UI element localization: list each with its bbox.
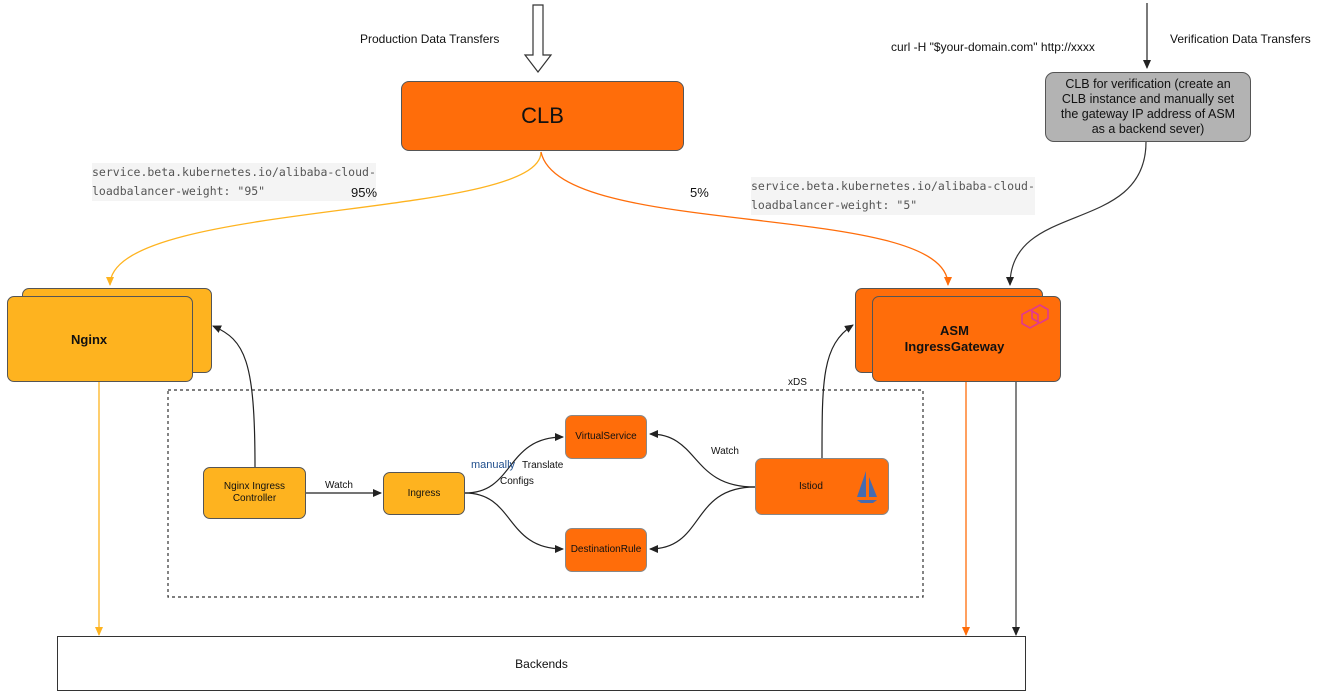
production-inbound-arrow bbox=[523, 4, 553, 73]
clb-node: CLB bbox=[401, 81, 684, 151]
clbv-line-1: CLB for verification (create an bbox=[1065, 77, 1231, 91]
nginx-weight-line-2: loadbalancer-weight: "95" bbox=[92, 184, 266, 198]
clb-verification-node: CLB for verification (create an CLB inst… bbox=[1045, 72, 1251, 142]
asm-percent-label: 5% bbox=[690, 185, 709, 200]
clb-to-nginx-edge bbox=[106, 151, 542, 286]
verification-transfers-label: Verification Data Transfers bbox=[1170, 32, 1311, 46]
translate-label: Translate bbox=[522, 460, 564, 471]
xds-label: xDS bbox=[788, 377, 807, 388]
controller-line-2: Controller bbox=[232, 493, 277, 504]
istiod-label: Istiod bbox=[799, 480, 823, 492]
ingress-label: Ingress bbox=[407, 487, 441, 499]
virtualservice-label: VirtualService bbox=[575, 431, 637, 442]
asm-weight-line-1: service.beta.kubernetes.io/alibaba-cloud… bbox=[751, 179, 1035, 193]
backends-label: Backends bbox=[515, 656, 568, 671]
curl-command-label: curl -H "$your-domain.com" http://xxxx bbox=[891, 40, 1095, 54]
asm-ingress-gateway-node: ASM IngressGateway bbox=[872, 296, 1061, 382]
asm-label-line-1: ASM bbox=[940, 323, 969, 338]
clbv-line-4: as a backend sever) bbox=[1091, 122, 1205, 136]
watch-left-label: Watch bbox=[325, 480, 353, 491]
istiod-node: Istiod bbox=[755, 458, 889, 515]
manually-label: manually bbox=[471, 459, 516, 471]
nginx-percent-label: 95% bbox=[351, 185, 378, 200]
destinationrule-label: DestinationRule bbox=[570, 544, 642, 555]
configs-label: Configs bbox=[500, 476, 534, 487]
istiod-to-destinationrule-edge bbox=[649, 486, 756, 553]
nginx-label: Nginx bbox=[71, 331, 108, 347]
nginx-ingress-controller-node: Nginx Ingress Controller bbox=[203, 467, 306, 519]
watch-right-label: Watch bbox=[711, 446, 739, 457]
asm-weight-annotation: service.beta.kubernetes.io/alibaba-cloud… bbox=[751, 177, 1035, 215]
clbv-line-3: the gateway IP address of ASM bbox=[1060, 107, 1236, 121]
virtualservice-node: VirtualService bbox=[565, 415, 647, 459]
backends-node: Backends bbox=[57, 636, 1026, 691]
ingress-node: Ingress bbox=[383, 472, 465, 515]
nginx-weight-line-1: service.beta.kubernetes.io/alibaba-cloud… bbox=[92, 165, 376, 179]
asm-label-line-2: IngressGateway bbox=[904, 339, 1005, 354]
nginx-node: Nginx bbox=[7, 296, 193, 382]
control-plane-region bbox=[167, 389, 924, 598]
controller-to-nginx-edge bbox=[212, 325, 256, 468]
istiod-to-asm-edge bbox=[821, 324, 854, 459]
destinationrule-node: DestinationRule bbox=[565, 528, 647, 572]
clbv-to-asm-edge bbox=[1006, 141, 1147, 286]
controller-line-1: Nginx Ingress bbox=[223, 481, 286, 492]
clbv-line-2: CLB instance and manually set bbox=[1061, 92, 1235, 106]
production-transfers-label: Production Data Transfers bbox=[360, 32, 500, 46]
asm-weight-line-2: loadbalancer-weight: "5" bbox=[751, 198, 918, 212]
nginx-weight-annotation: service.beta.kubernetes.io/alibaba-cloud… bbox=[92, 163, 376, 201]
clb-to-asm-edge bbox=[540, 151, 952, 286]
istiod-to-virtualservice-edge bbox=[649, 430, 756, 488]
ingress-to-destinationrule-edge bbox=[464, 492, 564, 553]
clb-label: CLB bbox=[521, 103, 564, 128]
ingress-to-virtualservice-edge bbox=[464, 433, 564, 494]
